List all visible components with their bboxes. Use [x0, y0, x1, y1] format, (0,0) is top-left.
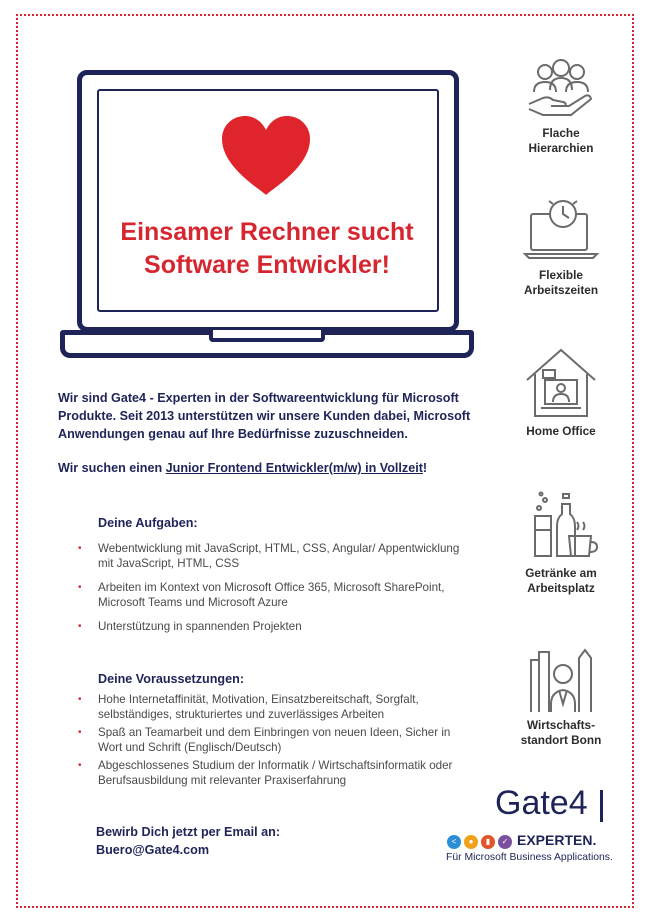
logo-brand: Gate4 [495, 784, 588, 822]
list-item: Webentwicklung mit JavaScript, HTML, CSS… [78, 541, 468, 571]
city-businessman-icon [530, 648, 592, 712]
headline-line-2: Software Entwickler! [144, 251, 390, 279]
benefit-label: Flache Hierarchien [505, 126, 617, 156]
list-item: Spaß an Teamarbeit und dem Einbringen vo… [78, 725, 468, 755]
tasks-list: Webentwicklung mit JavaScript, HTML, CSS… [78, 541, 468, 634]
benefit-bonn-location: Wirtschafts- standort Bonn [505, 646, 617, 748]
benefit-label-line: Flache [542, 126, 580, 140]
dotted-page-border [16, 14, 634, 908]
benefit-label: Home Office [505, 424, 617, 439]
laptop-clock-icon [522, 200, 600, 259]
benefit-label-line: Arbeitsplatz [527, 581, 595, 595]
application-cta: Bewirb Dich jetzt per Email an: Buero@Ga… [96, 823, 280, 859]
logo-bar [600, 790, 603, 822]
cta-text: Bewirb Dich jetzt per Email an: [96, 825, 281, 839]
chart-icon: ▮ [481, 834, 495, 849]
requirements-list: Hohe Internetaffinität, Motivation, Eins… [78, 692, 468, 788]
benefit-label: Flexible Arbeitszeiten [505, 268, 617, 298]
email-address[interactable]: Buero@Gate4.com [96, 843, 210, 857]
job-position: Junior Frontend Entwickler(m/w) in Vollz… [165, 461, 423, 475]
benefit-label-line: Getränke am [525, 566, 597, 580]
headline-line-1: Einsamer Rechner sucht [120, 218, 414, 246]
list-item: Unterstützung in spannenden Projekten [78, 619, 468, 634]
people-icon: ● [464, 834, 478, 849]
people-hand-icon [528, 59, 593, 116]
benefit-flexible-hours: Flexible Arbeitszeiten [505, 200, 617, 298]
list-item: Abgeschlossenes Studium der Informatik /… [78, 758, 468, 788]
requirements-title: Deine Voraussetzungen: [98, 672, 245, 686]
headline: Einsamer Rechner sucht Software Entwickl… [97, 216, 437, 282]
benefit-flat-hierarchies: Flache Hierarchien [505, 58, 617, 156]
benefit-label-line: Home Office [526, 424, 596, 438]
logo-subtitle: Für Microsoft Business Applications. [446, 852, 613, 863]
home-office-icon [526, 348, 596, 417]
tasks-title: Deine Aufgaben: [98, 516, 198, 530]
benefit-label-line: Hierarchien [528, 141, 594, 155]
search-suffix: ! [422, 461, 428, 475]
list-item: Hohe Internetaffinität, Motivation, Eins… [78, 692, 468, 722]
laptop-screen [77, 70, 459, 332]
laptop-notch [209, 330, 325, 342]
benefit-label: Getränke am Arbeitsplatz [505, 566, 617, 596]
list-item: Arbeiten im Kontext von Microsoft Office… [78, 580, 468, 610]
laptop-display [97, 89, 439, 312]
benefit-label-line: Wirtschafts- [526, 718, 596, 732]
drinks-icon [534, 491, 599, 557]
benefit-drinks: Getränke am Arbeitsplatz [505, 490, 617, 596]
benefit-label-line: Flexible [539, 268, 583, 282]
logo-dots: <●▮✓ [447, 833, 515, 851]
search-prefix: Wir suchen einen [58, 461, 166, 475]
check-icon: ✓ [498, 834, 512, 849]
benefit-label: Wirtschafts- standort Bonn [505, 718, 617, 748]
logo-tagline: EXPERTEN. [517, 832, 597, 848]
benefit-label-line: Arbeitszeiten [523, 283, 599, 297]
share-icon: < [447, 834, 461, 849]
job-search-line: Wir suchen einen Junior Frontend Entwick… [58, 459, 498, 477]
benefit-label-line: standort Bonn [520, 733, 602, 747]
benefit-home-office: Home Office [505, 346, 617, 439]
heart-icon [222, 116, 310, 195]
company-intro: Wir sind Gate4 - Experten in der Softwar… [58, 391, 471, 441]
